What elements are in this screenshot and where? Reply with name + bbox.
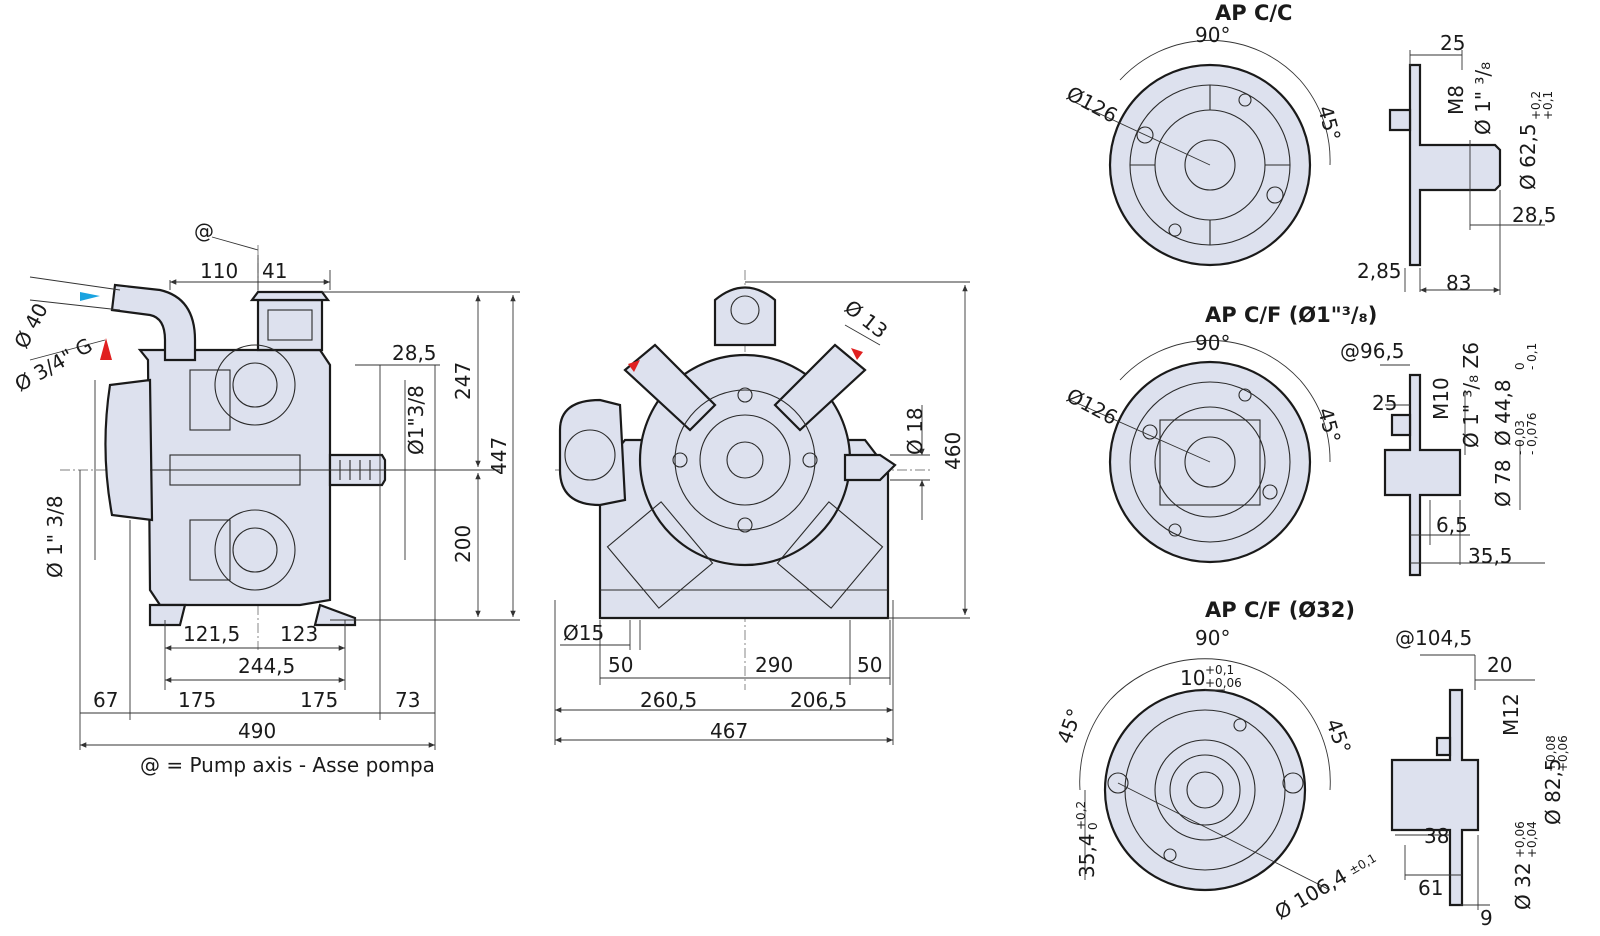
dim-110: 110 bbox=[200, 259, 238, 283]
cf32-angle-45-left: 45° bbox=[1052, 705, 1087, 747]
cf1-dim-m10: M10 bbox=[1429, 377, 1453, 420]
cc-tol-lower: +0,1 bbox=[1541, 91, 1555, 120]
pump-axis-footnote: @ = Pump axis - Asse pompa bbox=[140, 753, 435, 777]
cc-dim-2-85: 2,85 bbox=[1357, 259, 1402, 283]
cf32-diam-32: Ø 32 bbox=[1511, 862, 1535, 910]
dim-50-right: 50 bbox=[857, 653, 882, 677]
cf32-dim-9: 9 bbox=[1480, 906, 1493, 930]
cf1-44-8-tol-upper: 0 bbox=[1513, 362, 1527, 370]
dim-diam-1-3-8: Ø1"3/8 bbox=[404, 385, 428, 455]
cc-dim-83: 83 bbox=[1446, 271, 1471, 295]
dim-175-left: 175 bbox=[178, 688, 216, 712]
cc-dim-m8: M8 bbox=[1444, 85, 1468, 115]
dim-50-left: 50 bbox=[608, 653, 633, 677]
cf1-diam-78: Ø 78 bbox=[1491, 459, 1515, 507]
ap-cf32-section: AP C/F (Ø32) 90° 45° 45° 10 +0,1 +0,06 3… bbox=[1052, 598, 1570, 930]
cf32-82-5-tol-lower: +0,06 bbox=[1556, 735, 1570, 772]
cf1-diam-126: Ø126 bbox=[1063, 383, 1122, 430]
dim-490: 490 bbox=[238, 719, 276, 743]
dim-diam-18: Ø 18 bbox=[903, 407, 927, 455]
dim-260-5: 260,5 bbox=[640, 688, 697, 712]
cf32-10-tol-lower: +0,06 bbox=[1205, 676, 1242, 690]
cf32-32-tol-upper: +0,06 bbox=[1513, 821, 1527, 858]
dim-67: 67 bbox=[93, 688, 118, 712]
dim-28-5: 28,5 bbox=[392, 341, 437, 365]
cf32-dim-20: 20 bbox=[1487, 653, 1512, 677]
dim-121-5: 121,5 bbox=[183, 622, 240, 646]
cf32-dim-m12: M12 bbox=[1499, 693, 1523, 736]
cc-diam-62-5: Ø 62,5 bbox=[1516, 123, 1540, 190]
cf32-32-tol-lower: +0,04 bbox=[1525, 821, 1539, 858]
cf32-dim-61: 61 bbox=[1418, 876, 1443, 900]
dim-447: 447 bbox=[487, 437, 511, 475]
side-view: @ 110 41 Ø 40 Ø 3/4" G 28,5 Ø1"3/8 247 4… bbox=[9, 219, 520, 777]
dim-diam-1-3-8-left: Ø 1" 3/8 bbox=[43, 495, 67, 578]
dim-244-5: 244,5 bbox=[238, 654, 295, 678]
title-ap-cc: AP C/C bbox=[1215, 1, 1292, 25]
cf1-44-8-tol-lower: - 0,1 bbox=[1525, 343, 1539, 370]
dim-diam-40: Ø 40 bbox=[9, 299, 53, 352]
dim-73: 73 bbox=[395, 688, 420, 712]
cf32-dim-104-5: @104,5 bbox=[1395, 626, 1472, 650]
dim-200: 200 bbox=[451, 525, 475, 563]
cf32-dim-35-4: 35,4 bbox=[1075, 833, 1099, 878]
cf32-dim-10: 10 bbox=[1180, 666, 1205, 690]
cf1-dim-6-5: 6,5 bbox=[1436, 513, 1468, 537]
dim-206-5: 206,5 bbox=[790, 688, 847, 712]
dim-290: 290 bbox=[755, 653, 793, 677]
title-ap-cf1: AP C/F (Ø1"³/₈) bbox=[1205, 303, 1377, 327]
cf32-106-4-tol: ±0,1 bbox=[1347, 851, 1379, 878]
cf32-diam-82-5: Ø 82,5 bbox=[1541, 758, 1565, 825]
cf1-78-tol-lower: - 0,076 bbox=[1525, 413, 1539, 456]
cf1-dim-96-5: @96,5 bbox=[1340, 339, 1405, 363]
dim-175-right: 175 bbox=[300, 688, 338, 712]
cf1-78-tol-upper: - 0,03 bbox=[1513, 420, 1527, 455]
cf1-dim-35-5: 35,5 bbox=[1468, 544, 1513, 568]
cc-diam-126: Ø126 bbox=[1063, 81, 1122, 128]
cf1-angle-90: 90° bbox=[1195, 331, 1230, 355]
cf1-diam-1-3-8-z6: Ø 1" ³/₈ Z6 bbox=[1459, 342, 1483, 448]
cc-dim-28-5: 28,5 bbox=[1512, 203, 1557, 227]
cc-angle-90: 90° bbox=[1195, 23, 1230, 47]
cf32-82-5-tol-upper: +0,08 bbox=[1544, 735, 1558, 772]
cc-tol-upper: +0,2 bbox=[1529, 91, 1543, 120]
cf32-10-tol-upper: +0,1 bbox=[1205, 663, 1234, 677]
dim-diam-15: Ø15 bbox=[563, 621, 604, 645]
cf32-dim-38: 38 bbox=[1424, 824, 1449, 848]
cc-diam-1-3-8: Ø 1" ³/₈ bbox=[1471, 62, 1495, 135]
cf1-dim-25: 25 bbox=[1372, 391, 1397, 415]
cf1-angle-45: 45° bbox=[1313, 405, 1345, 445]
cf1-diam-44-8: Ø 44,8 bbox=[1491, 379, 1515, 446]
dim-460: 460 bbox=[941, 432, 965, 470]
dim-diam-13: Ø 13 bbox=[840, 295, 892, 343]
cf32-35-4-tol-upper: +0,2 bbox=[1074, 801, 1088, 830]
cf32-35-4-tol-lower: 0 bbox=[1086, 822, 1100, 830]
ap-cc-section: AP C/C 90° Ø126 45° bbox=[1063, 1, 1557, 295]
dim-467: 467 bbox=[710, 719, 748, 743]
dim-247: 247 bbox=[451, 362, 475, 400]
cc-angle-45: 45° bbox=[1313, 103, 1345, 143]
cf32-angle-90: 90° bbox=[1195, 626, 1230, 650]
dim-123: 123 bbox=[280, 622, 318, 646]
title-ap-cf32: AP C/F (Ø32) bbox=[1205, 598, 1355, 622]
cf32-diam-106-4: Ø 106,4 bbox=[1271, 864, 1352, 924]
ap-cf1-section: AP C/F (Ø1"³/₈) 90° Ø126 45° bbox=[1063, 303, 1545, 577]
cc-dim-25: 25 bbox=[1440, 31, 1465, 55]
front-view: Ø 13 Ø 18 460 Ø15 50 290 50 260,5 206,5 … bbox=[554, 270, 970, 745]
pump-axis-marker: @ bbox=[194, 219, 214, 243]
dim-41: 41 bbox=[262, 259, 287, 283]
